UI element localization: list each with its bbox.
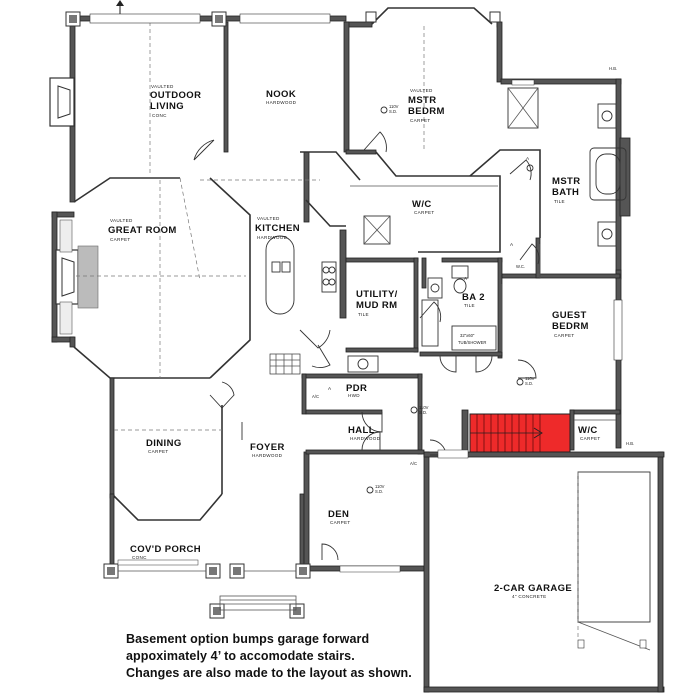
pdr-floor: HWD	[348, 393, 360, 398]
ac-label-2: A/C	[410, 461, 417, 466]
mstr-bath-name1: MSTR	[552, 176, 581, 187]
hall-floor: HARDWOOD	[350, 436, 381, 441]
great-room-name: GREAT ROOM	[108, 225, 177, 236]
great-room-prefix: VAULTED	[110, 218, 133, 223]
mstr-bath-name2: BATH	[552, 187, 579, 198]
den-floor: CARPET	[330, 520, 350, 525]
garage-name: 2-CAR GARAGE	[494, 583, 572, 594]
door-a-2: A	[464, 276, 468, 281]
garage-details	[577, 471, 651, 651]
dining-name: DINING	[146, 438, 182, 449]
ba2-tub2: TUB/SHOWER	[458, 340, 486, 345]
outdoor-name1: OUTDOOR	[150, 90, 201, 101]
utility-name2: MUD RM	[356, 300, 397, 311]
mstr-bedrm-prefix: VAULTED	[410, 88, 433, 93]
sd-label-4b: S.D.	[375, 489, 383, 494]
wic-guest-name: W/C	[578, 425, 598, 436]
den-name: DEN	[328, 509, 349, 520]
fireplace-outdoor	[49, 77, 75, 127]
sd-label-2b: S.D.	[525, 381, 533, 386]
kitchen-name: KITCHEN	[255, 223, 300, 234]
wic-guest-floor: CARPET	[580, 436, 600, 441]
columns	[65, 11, 501, 619]
porch-name: COV'D PORCH	[130, 544, 201, 555]
mstr-bedrm-floor: CARPET	[410, 118, 430, 123]
room-labels: VAULTED OUTDOOR LIVING CONC NOOK HARDWOO…	[108, 84, 600, 599]
great-room-floor: CARPET	[110, 237, 130, 242]
outdoor-prefix: VAULTED	[151, 84, 174, 89]
foyer-floor: HARDWOOD	[252, 453, 283, 458]
exterior-walls	[51, 7, 665, 693]
foyer-name: FOYER	[250, 442, 285, 453]
annotations: 110V S.D. 110V S.D. 110V S.D. 110V S.D. …	[312, 66, 634, 494]
windows	[89, 13, 623, 573]
note-line-3: Changes are also made to the layout as s…	[126, 666, 412, 680]
wic-master-name: W/C	[412, 199, 432, 210]
mstr-bedrm-name1: MSTR	[408, 95, 437, 106]
arrow-icon	[116, 0, 124, 14]
porch-floor: CONC	[132, 555, 147, 560]
sd-label-1a: 110V	[389, 104, 399, 109]
note-line-2: appoximately 4’ to accomodate stairs.	[126, 649, 355, 663]
note-line-1: Basement option bumps garage forward	[126, 632, 370, 646]
ba2-tub: 32"x60"	[460, 333, 475, 338]
sd-label-1b: S.D.	[389, 109, 397, 114]
nook-floor: HARDWOOD	[266, 100, 297, 105]
kitchen-prefix: VAULTED	[257, 216, 280, 221]
pdr-name: PDR	[346, 383, 367, 394]
hose-bib-1: H.B.	[609, 66, 617, 71]
basement-note: Basement option bumps garage forward app…	[126, 631, 426, 682]
kitchen-fixtures	[265, 235, 337, 375]
utility-floor: TILE	[358, 312, 369, 317]
door-a-3: A	[510, 242, 514, 247]
mstr-bath-floor: TILE	[554, 199, 565, 204]
doors	[193, 131, 540, 561]
nook-name: NOOK	[266, 89, 296, 100]
outdoor-floor: CONC	[152, 113, 167, 118]
guest-bedrm-name2: BEDRM	[552, 321, 589, 332]
bath-fixtures	[347, 87, 627, 373]
porch-steps	[118, 570, 297, 611]
ba2-floor: TILE	[464, 303, 475, 308]
sd-label-2a: 110V	[525, 376, 535, 381]
fireplace-great-room	[55, 219, 99, 335]
utility-name1: UTILITY/	[356, 289, 398, 300]
wic-master-floor: CARPET	[414, 210, 434, 215]
guest-bedrm-name1: GUEST	[552, 310, 587, 321]
hall-name: HALL	[348, 425, 375, 436]
mstr-bedrm-name2: BEDRM	[408, 106, 445, 117]
basement-stairs	[469, 413, 571, 453]
sd-label-3b: S.D.	[419, 410, 427, 415]
dining-floor: CARPET	[148, 449, 168, 454]
sd-label-4a: 110V	[375, 484, 385, 489]
wc-label: W.C.	[516, 264, 525, 269]
door-a-4: A	[526, 156, 530, 161]
ceiling-lines	[76, 22, 425, 431]
garage-floor: 4" CONCRETE	[512, 594, 547, 599]
ba2-name: BA 2	[462, 292, 485, 303]
outdoor-name2: LIVING	[150, 101, 184, 112]
smoke-detectors	[366, 106, 534, 494]
closet-shelves	[350, 185, 616, 421]
hose-bib-2: H.B.	[626, 441, 634, 446]
door-a-1: A	[328, 386, 332, 391]
kitchen-floor: HARDWOOD	[257, 235, 288, 240]
sd-label-3a: 110V	[419, 405, 429, 410]
guest-bedrm-floor: CARPET	[554, 333, 574, 338]
ac-label-1: A/C	[312, 394, 319, 399]
